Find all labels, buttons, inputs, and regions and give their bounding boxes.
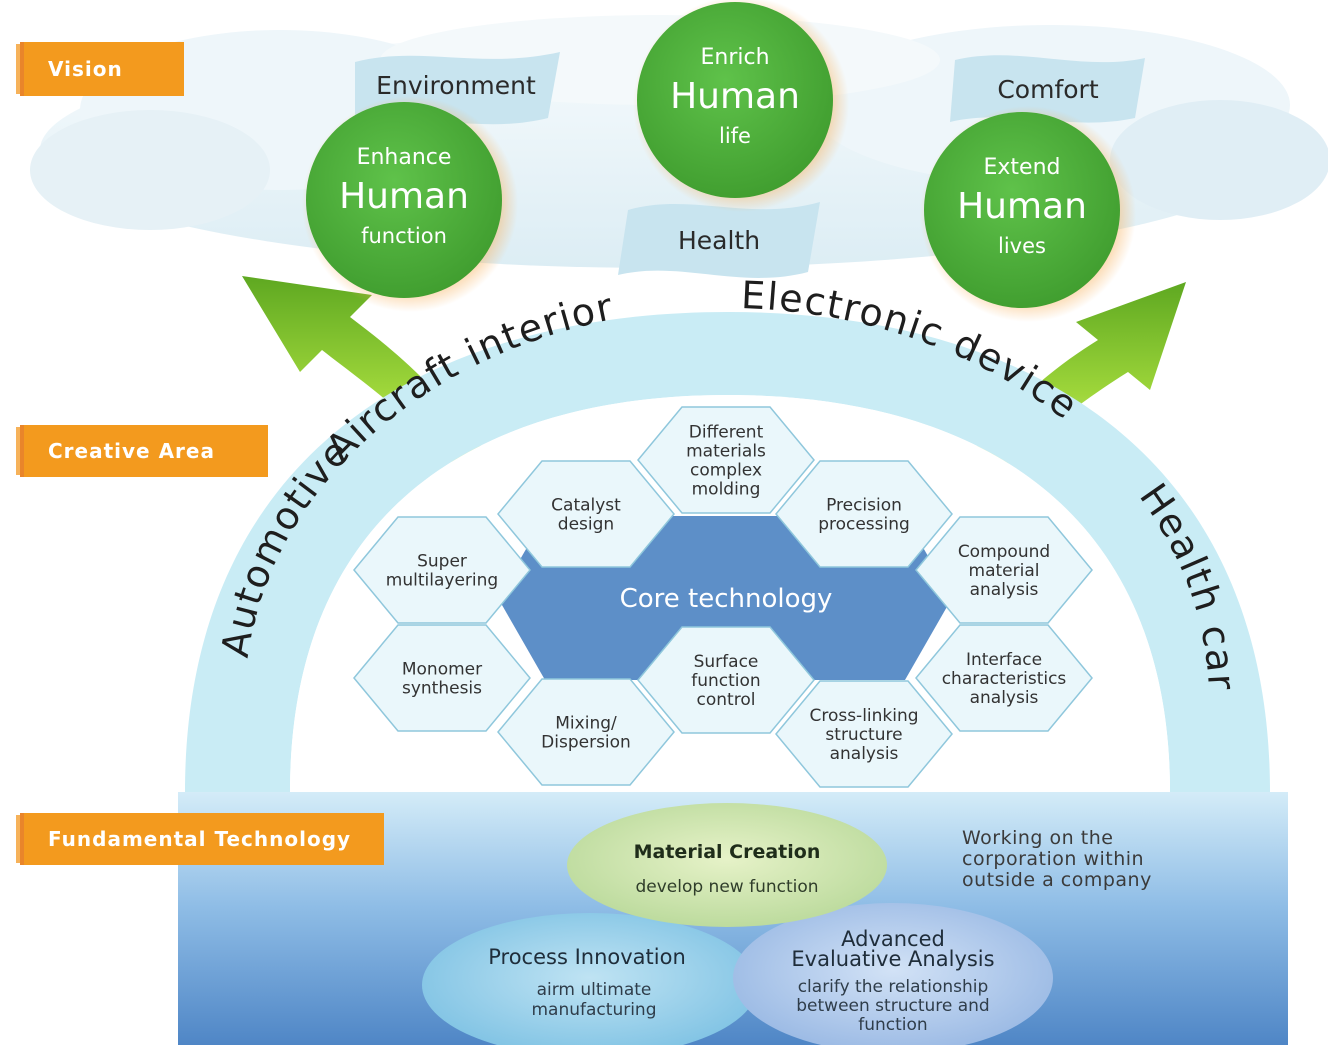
ellipse-shape — [422, 913, 758, 1049]
ellipse-shape — [567, 803, 887, 927]
vision-keyword: Environment — [376, 71, 536, 100]
material-creation-subtitle: develop new function — [635, 877, 818, 897]
fundamental-technology-tag-label: Fundamental Technology — [48, 827, 352, 851]
hexagon-shape — [915, 624, 1093, 732]
hexagon-shape — [637, 626, 815, 734]
hexagon-label-line: material — [969, 561, 1040, 581]
collaboration-note: Working on the corporation within outsid… — [962, 828, 1152, 891]
advanced-analysis-line: between structure and — [796, 996, 989, 1016]
vision-keyword: Comfort — [997, 75, 1098, 104]
hexagon-label-line: Mixing/ — [555, 714, 617, 734]
hexagon-label-line: multilayering — [386, 571, 498, 591]
material-creation-title: Material Creation — [634, 841, 821, 863]
note-line: Working on the — [962, 827, 1114, 849]
vision-circle-bottom: function — [361, 224, 447, 248]
hexagon-label-line: Surface — [694, 652, 759, 672]
hexagon-label-line: analysis — [970, 580, 1039, 600]
vision-circle-bottom: life — [719, 124, 751, 148]
core-technology-label: Core technology — [620, 584, 833, 614]
hexagon-label-line: Cross-linking — [809, 706, 918, 726]
vision-circle-top: Enrich — [700, 45, 769, 70]
process-innovation-line: airm ultimate — [537, 980, 652, 1000]
hexagon-label-line: synthesis — [402, 679, 482, 699]
process-innovation-line: manufacturing — [532, 1000, 657, 1020]
hexagon-shape — [775, 460, 953, 568]
hexagon-label-line: Dispersion — [541, 733, 631, 753]
note-line: corporation within — [962, 848, 1145, 870]
hexagon-shape — [497, 678, 675, 786]
hexagon-label-line: complex — [690, 461, 762, 481]
hexagon-label-line: Different — [689, 423, 764, 443]
tech-hexagon: Mixing/Dispersion — [497, 678, 675, 786]
advanced-analysis-line: clarify the relationship — [798, 977, 989, 997]
process-innovation-title: Process Innovation — [488, 945, 686, 969]
vision-circle-shape — [306, 102, 502, 298]
hexagon-label-line: analysis — [970, 688, 1039, 708]
hexagon-label-line: structure — [825, 725, 902, 745]
advanced-analysis-title: Evaluative Analysis — [791, 947, 994, 971]
hexagon-shape — [497, 460, 675, 568]
vision-circle-bottom: lives — [998, 234, 1046, 258]
creative-area-tag-label: Creative Area — [48, 439, 215, 463]
hexagon-shape — [353, 624, 531, 732]
hexagon-shape — [915, 516, 1093, 624]
hexagon-label-line: analysis — [830, 744, 899, 764]
hexagon-label-line: Compound — [958, 542, 1050, 562]
hexagon-label-line: control — [697, 690, 756, 710]
vision-circle-middle: Human — [339, 176, 469, 217]
hexagon-label-line: Catalyst — [551, 496, 621, 516]
vision-circle-middle: Human — [957, 186, 1087, 227]
hexagon-label-line: processing — [818, 515, 910, 535]
hexagon-grid: DifferentmaterialscomplexmoldingCatalyst… — [353, 406, 1093, 788]
advanced-analysis-title: Advanced — [841, 927, 945, 951]
vision-circle-top: Enhance — [357, 145, 452, 170]
material-creation-ellipse: Material Creation develop new function — [567, 803, 887, 927]
fundamental-ellipses: Process Innovation airm ultimatemanufactu… — [422, 803, 1053, 1049]
advanced-analysis-line: function — [858, 1015, 927, 1035]
vision-tag-label: Vision — [48, 57, 123, 81]
hexagon-label-line: materials — [686, 442, 766, 462]
vision-circle-shape — [924, 112, 1120, 308]
hexagon-label-line: characteristics — [942, 669, 1067, 689]
ellipse-shape — [733, 903, 1053, 1049]
hexagon-shape — [353, 516, 531, 624]
hexagon-shape — [637, 406, 815, 514]
vision-keyword: Health — [678, 226, 760, 255]
vision-circle-middle: Human — [670, 76, 800, 117]
vision-circle-top: Extend — [984, 155, 1061, 180]
creative-area-tag: Creative Area — [20, 425, 268, 477]
hexagon-label-line: design — [558, 515, 614, 535]
hexagon-label-line: function — [691, 671, 760, 691]
hexagon-label-line: Super — [417, 552, 467, 572]
process-innovation-ellipse: Process Innovation airm ultimatemanufactu… — [422, 913, 758, 1049]
vision-tag: Vision — [20, 42, 184, 96]
hexagon-label-line: Interface — [966, 650, 1042, 670]
hexagon-label-line: Monomer — [402, 660, 482, 680]
fundamental-technology-tag: Fundamental Technology — [20, 813, 384, 865]
hexagon-label-line: molding — [692, 480, 761, 500]
hexagon-shape — [775, 680, 953, 788]
hexagon-label-line: Precision — [826, 496, 902, 516]
note-line: outside a company — [962, 869, 1152, 891]
vision-circle-shape — [637, 2, 833, 198]
